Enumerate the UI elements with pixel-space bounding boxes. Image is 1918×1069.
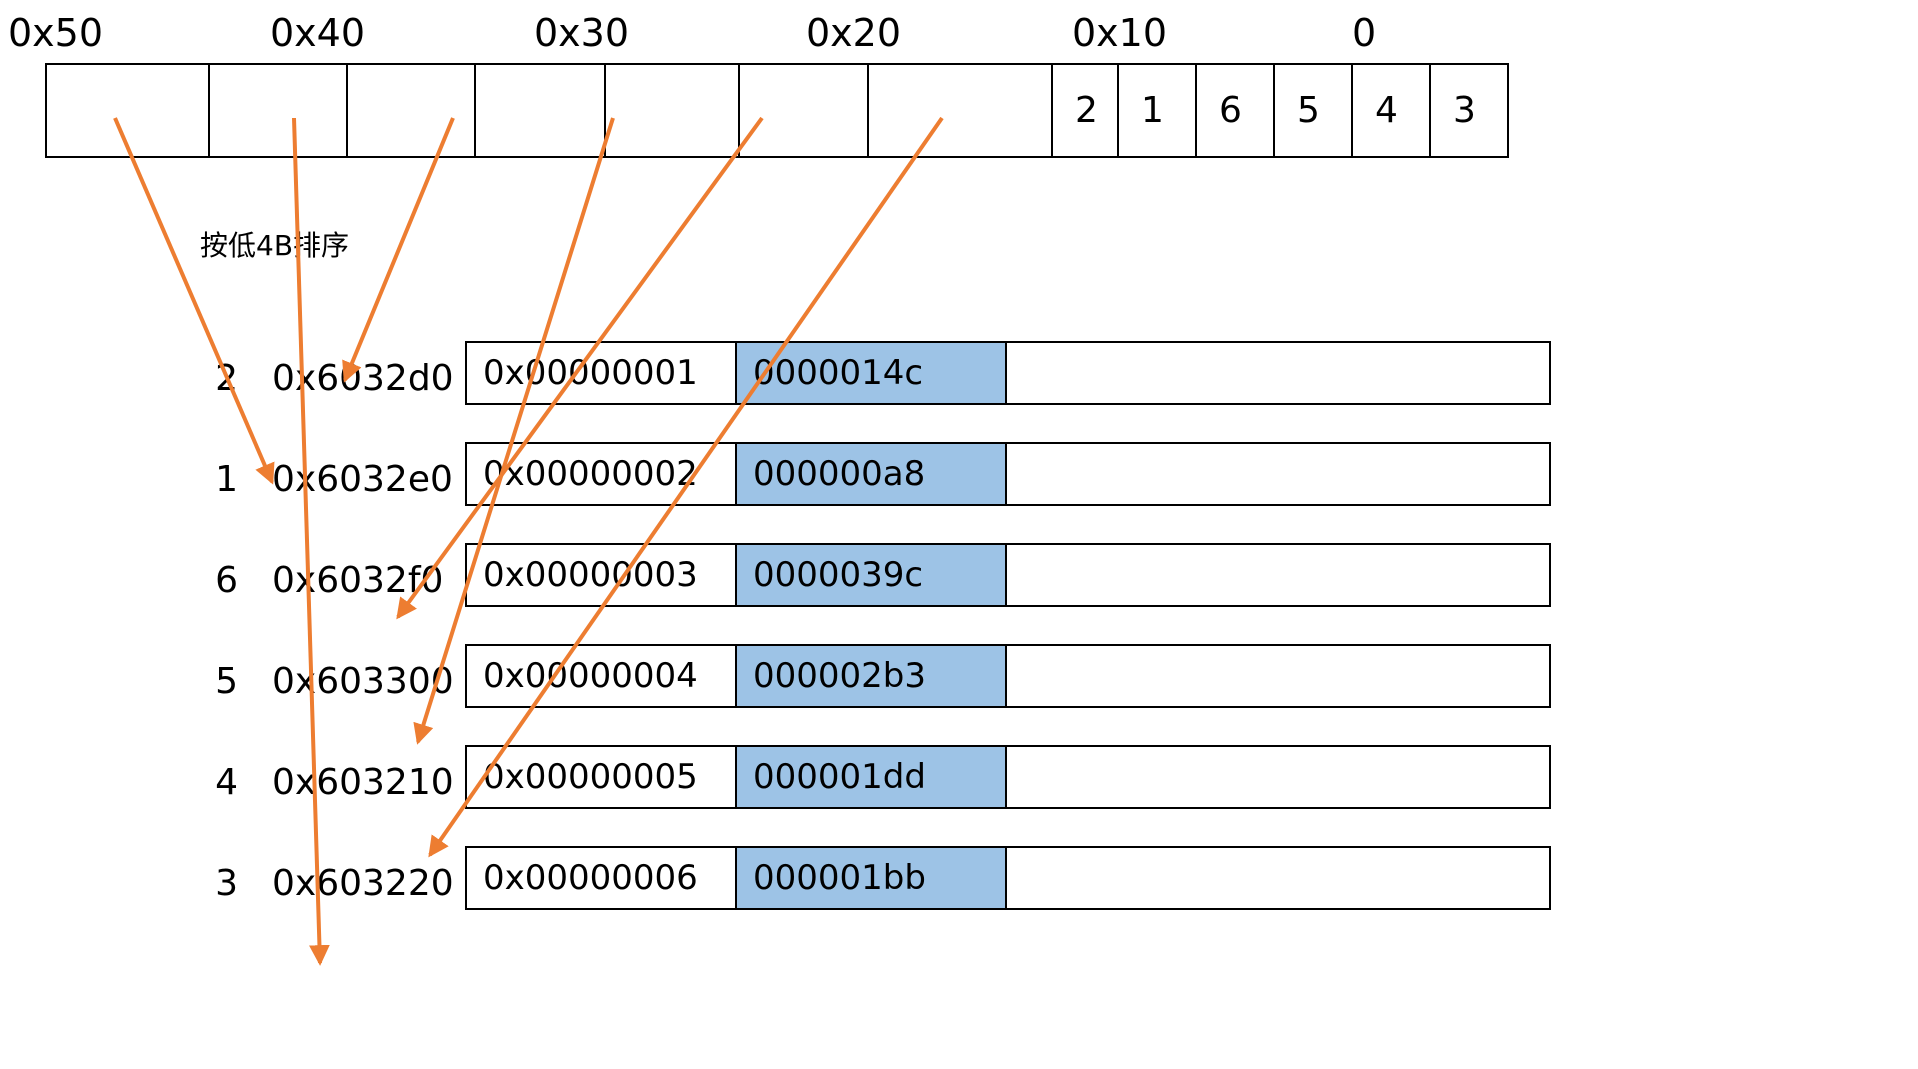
bucket-cell-0[interactable] — [45, 63, 210, 158]
bucket-cell-12[interactable]: 3 — [1429, 63, 1509, 158]
struct-value-cell[interactable]: 000001bb — [735, 846, 1007, 910]
struct-row[interactable]: 0x00000003 0000039c — [465, 543, 1551, 607]
row-address-3: 0x603300 — [272, 661, 454, 702]
bucket-cell-label: 4 — [1375, 89, 1398, 131]
bucket-cell-label: 3 — [1453, 89, 1476, 131]
struct-key-cell-text: 0x00000002 — [483, 454, 698, 494]
row-address-2: 0x6032f0 — [272, 560, 444, 601]
struct-row[interactable]: 0x00000002 000000a8 — [465, 442, 1551, 506]
axis-tick-h50: 0x50 — [8, 11, 104, 55]
row-address-0: 0x6032d0 — [272, 358, 454, 399]
bucket-cell-label: 6 — [1219, 89, 1242, 131]
arrow-to-0x6032e0 — [113, 117, 275, 485]
struct-key-cell-text: 0x00000004 — [483, 656, 698, 696]
struct-value-cell[interactable]: 0000039c — [735, 543, 1007, 607]
struct-value-cell[interactable]: 000000a8 — [735, 442, 1007, 506]
sort-caption: 按低4B排序 — [200, 229, 350, 262]
struct-pad-cell[interactable] — [1005, 644, 1551, 708]
struct-value-cell-text: 0000014c — [753, 353, 924, 393]
bucket-cell-1[interactable] — [208, 63, 348, 158]
bucket-cell-2[interactable] — [346, 63, 476, 158]
struct-pad-cell[interactable] — [1005, 745, 1551, 809]
row-index-0: 2 — [215, 358, 238, 399]
struct-row[interactable]: 0x00000001 0000014c — [465, 341, 1551, 405]
struct-value-cell-text: 000000a8 — [753, 454, 926, 494]
struct-pad-cell[interactable] — [1005, 442, 1551, 506]
row-index-3: 5 — [215, 661, 238, 702]
bucket-cell-10[interactable]: 5 — [1273, 63, 1353, 158]
row-address-4: 0x603210 — [272, 762, 454, 803]
struct-value-cell[interactable]: 000001dd — [735, 745, 1007, 809]
bucket-cell-label: 5 — [1297, 89, 1320, 131]
row-address-1: 0x6032e0 — [272, 459, 453, 500]
struct-pad-cell[interactable] — [1005, 341, 1551, 405]
struct-key-cell[interactable]: 0x00000002 — [465, 442, 737, 506]
bucket-cell-5[interactable] — [738, 63, 869, 158]
struct-value-cell[interactable]: 0000014c — [735, 341, 1007, 405]
struct-value-cell-text: 000001dd — [753, 757, 926, 797]
struct-key-cell[interactable]: 0x00000001 — [465, 341, 737, 405]
bucket-cell-3[interactable] — [474, 63, 606, 158]
row-address-5: 0x603220 — [272, 863, 454, 904]
bucket-cell-8[interactable]: 1 — [1117, 63, 1197, 158]
struct-row[interactable]: 0x00000006 000001bb — [465, 846, 1551, 910]
struct-value-cell-text: 000001bb — [753, 858, 926, 898]
struct-key-cell-text: 0x00000006 — [483, 858, 698, 898]
struct-value-cell-text: 0000039c — [753, 555, 924, 595]
axis-tick-h10: 0x10 — [1072, 11, 1168, 55]
struct-key-cell[interactable]: 0x00000004 — [465, 644, 737, 708]
axis-tick-h30: 0x30 — [534, 11, 630, 55]
bucket-cell-9[interactable]: 6 — [1195, 63, 1275, 158]
axis-tick-h20: 0x20 — [806, 11, 902, 55]
axis-tick-0: 0 — [1352, 11, 1377, 55]
bucket-cell-4[interactable] — [604, 63, 740, 158]
struct-key-cell-text: 0x00000005 — [483, 757, 698, 797]
struct-value-cell[interactable]: 000002b3 — [735, 644, 1007, 708]
axis-tick-h40: 0x40 — [270, 11, 366, 55]
struct-row[interactable]: 0x00000005 000001dd — [465, 745, 1551, 809]
bucket-cell-7[interactable]: 2 — [1051, 63, 1119, 158]
struct-key-cell-text: 0x00000003 — [483, 555, 698, 595]
struct-key-cell[interactable]: 0x00000005 — [465, 745, 737, 809]
bucket-cell-label: 1 — [1141, 89, 1164, 131]
struct-key-cell[interactable]: 0x00000006 — [465, 846, 737, 910]
row-index-4: 4 — [215, 762, 238, 803]
struct-key-cell[interactable]: 0x00000003 — [465, 543, 737, 607]
struct-row[interactable]: 0x00000004 000002b3 — [465, 644, 1551, 708]
row-index-1: 1 — [215, 459, 238, 500]
bucket-table: 2 1 6 5 4 3 — [45, 63, 1509, 158]
bucket-cell-6[interactable] — [867, 63, 1053, 158]
bucket-cell-label: 2 — [1075, 89, 1098, 131]
struct-key-cell-text: 0x00000001 — [483, 353, 698, 393]
bucket-cell-11[interactable]: 4 — [1351, 63, 1431, 158]
struct-pad-cell[interactable] — [1005, 846, 1551, 910]
row-index-2: 6 — [215, 560, 238, 601]
row-index-5: 3 — [215, 863, 238, 904]
struct-value-cell-text: 000002b3 — [753, 656, 927, 696]
struct-pad-cell[interactable] — [1005, 543, 1551, 607]
